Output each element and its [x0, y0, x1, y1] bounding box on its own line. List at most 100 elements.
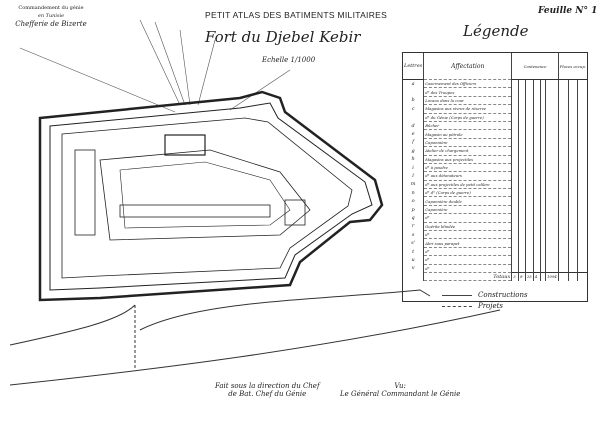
row-letter: v — [411, 265, 415, 272]
row-value-cell — [524, 113, 534, 122]
row-value-cell — [518, 222, 526, 231]
row-value-cell — [539, 163, 546, 172]
row-value-cell — [577, 238, 587, 248]
row-value-cell — [511, 113, 519, 122]
row-value-cell — [539, 180, 546, 189]
row-value-cell — [524, 104, 534, 114]
sig1-line-2: de Bat. Chef du Génie — [228, 390, 307, 398]
row-value-cell — [539, 171, 546, 181]
row-letter — [403, 88, 424, 96]
capacity-header: Contenance — [511, 53, 559, 80]
row-value-cell — [567, 247, 578, 256]
row-affectation: Abri sous parapet — [423, 238, 512, 248]
row-letter: p — [411, 206, 415, 213]
row-letter: a — [411, 80, 415, 87]
row-letter: s' — [411, 240, 416, 247]
row-value-cell — [539, 247, 546, 256]
row-value-cell — [532, 222, 541, 231]
row-value-cell — [518, 247, 526, 256]
row-value-cell — [567, 129, 578, 139]
row-value-cell — [545, 138, 559, 147]
row-value-cell — [524, 146, 534, 156]
row-value-cell — [511, 205, 519, 214]
signature-block-chef: Fait sous la direction du Chef de Bat. C… — [215, 382, 320, 398]
row-value-cell — [511, 188, 519, 197]
row-value-cell — [539, 104, 546, 114]
row-value-cell — [518, 238, 526, 248]
row-value-cell — [511, 155, 519, 164]
row-value-cell — [532, 213, 541, 223]
row-value-cell — [567, 230, 578, 239]
row-value-cell — [557, 247, 569, 256]
row-value-cell — [539, 264, 546, 273]
row-value-cell — [557, 96, 569, 105]
row-value-cell — [532, 163, 541, 172]
row-value-cell — [532, 79, 541, 88]
row-value-cell — [511, 171, 519, 181]
row-letter: f — [412, 139, 415, 146]
row-value-cell — [577, 188, 587, 197]
row-value-cell — [577, 146, 587, 156]
total-cell: 3 — [511, 271, 519, 281]
row-value-cell — [532, 247, 541, 256]
row-value-cell — [518, 113, 526, 122]
row-value-cell — [532, 238, 541, 248]
row-value-cell — [567, 171, 578, 181]
row-value-cell — [511, 222, 519, 231]
row-value-cell — [545, 230, 559, 239]
row-value-cell — [524, 163, 534, 172]
row-value-cell — [545, 180, 559, 189]
row-value-cell — [545, 146, 559, 156]
row-value-cell — [511, 238, 519, 248]
legend-title: Légende — [463, 22, 529, 40]
row-value-cell — [539, 138, 546, 147]
row-value-cell — [557, 230, 569, 239]
row-value-cell — [577, 155, 587, 164]
row-value-cell — [524, 238, 534, 248]
row-value-cell — [518, 196, 526, 206]
row-value-cell — [567, 264, 578, 273]
row-affectation: d° à poudre — [423, 163, 512, 173]
total-cell: 8 — [518, 271, 526, 281]
row-letter: i — [412, 164, 414, 171]
row-value-cell — [524, 264, 534, 273]
row-letter: s — [411, 231, 415, 238]
row-value-cell — [567, 113, 578, 122]
row-value-cell — [524, 255, 534, 265]
row-value-cell — [577, 222, 587, 231]
row-value-cell — [545, 121, 559, 130]
row-value-cell — [539, 222, 546, 231]
row-value-cell — [511, 264, 519, 273]
row-value-cell — [539, 96, 546, 105]
total-cell — [539, 271, 546, 281]
row-value-cell — [539, 196, 546, 206]
row-value-cell — [539, 155, 546, 164]
row-value-cell — [539, 129, 546, 139]
row-value-cell — [545, 222, 559, 231]
solid-line-swatch — [442, 294, 472, 296]
row-value-cell — [532, 129, 541, 139]
row-value-cell — [567, 146, 578, 156]
row-value-cell — [567, 213, 578, 223]
row-value-cell — [518, 255, 526, 265]
row-value-cell — [557, 196, 569, 206]
row-value-cell — [524, 213, 534, 223]
row-value-cell — [577, 213, 587, 223]
row-value-cell — [567, 163, 578, 172]
row-value-cell — [577, 171, 587, 181]
row-value-cell — [577, 96, 587, 105]
row-value-cell — [545, 196, 559, 206]
row-affectation: Guérite blindée — [423, 222, 512, 232]
row-value-cell — [545, 205, 559, 214]
row-value-cell — [524, 222, 534, 231]
row-value-cell — [518, 180, 526, 189]
